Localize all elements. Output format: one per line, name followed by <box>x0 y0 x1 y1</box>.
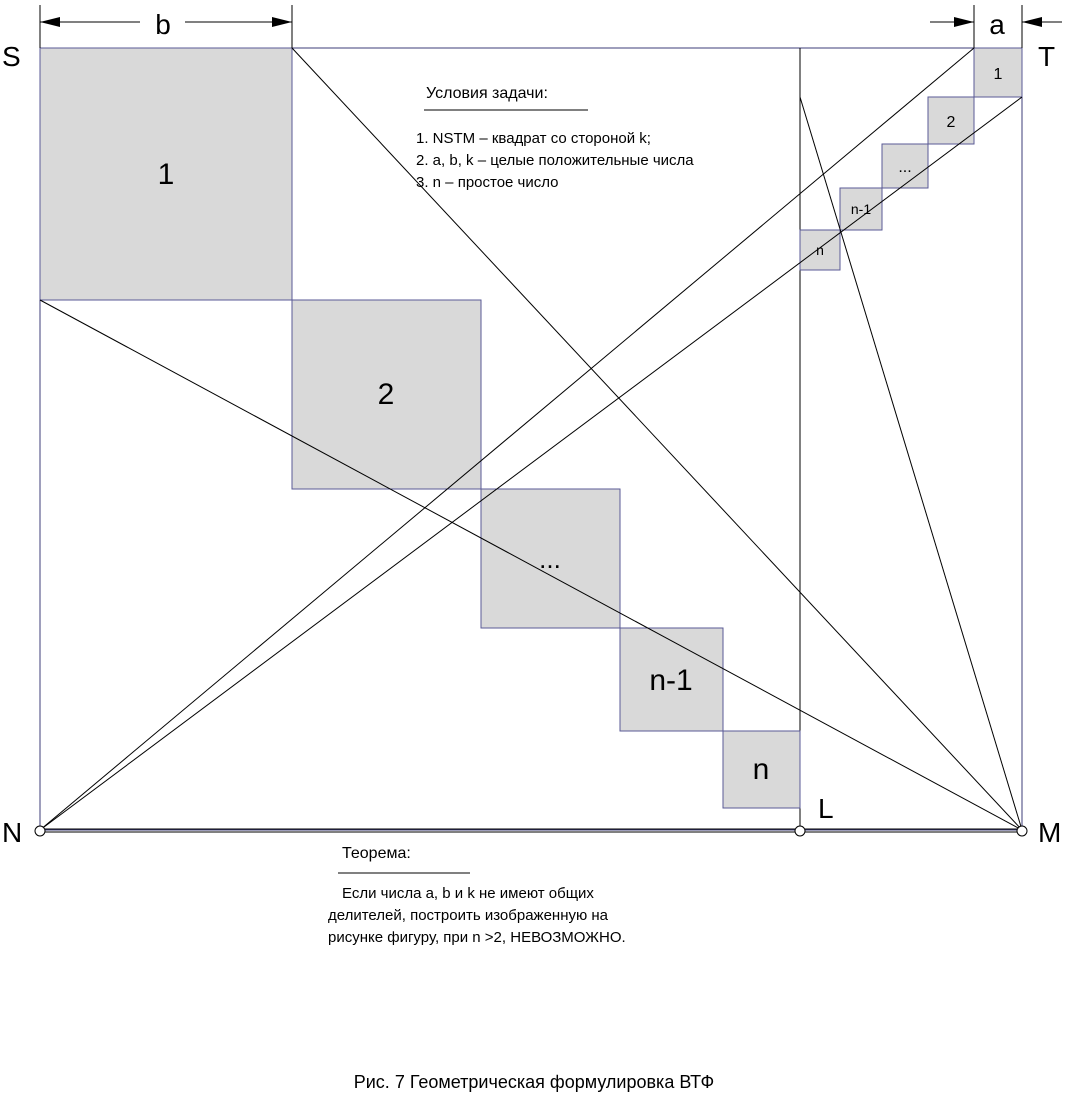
theorem-line-2: делителей, построить изображенную на <box>328 907 609 924</box>
big-square-label-1: 1 <box>158 158 175 191</box>
label-s: S <box>2 41 21 72</box>
label-n: N <box>2 817 22 848</box>
theorem-line-3: рисунке фигуру, при n >2, НЕВОЗМОЖНО. <box>328 929 626 946</box>
figure-caption: Рис. 7 Геометрическая формулировка ВТФ <box>354 1072 714 1092</box>
node-n <box>34 825 46 837</box>
diagonal-n-to-t <box>39 47 975 831</box>
conditions-item-1: 1. NSTM – квадрат со стороной k; <box>416 130 651 147</box>
small-square-label-5: n <box>816 242 824 258</box>
big-square-4 <box>619 627 724 732</box>
dim-b-label: b <box>155 9 171 40</box>
big-square-3 <box>480 488 621 629</box>
small-square-4 <box>839 187 883 231</box>
label-t: T <box>1038 41 1055 72</box>
big-square-2 <box>291 299 482 490</box>
diagonal-left-to-m <box>39 299 1023 831</box>
big-square-5 <box>722 730 801 809</box>
dim-b-arrow-right <box>272 17 292 27</box>
diagonal-s-to-m <box>291 47 1023 831</box>
big-square-label-5: n <box>753 753 770 786</box>
diagonal-l-to-m-top <box>799 96 1023 831</box>
small-square-3 <box>881 143 929 189</box>
square-nstm-frame <box>39 47 1023 831</box>
theorem-title: Теорема: <box>342 845 411 862</box>
conditions-item-2: 2. a, b, k – целые положительные числа <box>416 152 694 169</box>
dim-a-arrow-left <box>954 17 974 27</box>
conditions-title: Условия задачи: <box>426 85 548 102</box>
dim-a-label: a <box>989 9 1005 40</box>
node-m <box>1016 825 1028 837</box>
dim-b-arrow-left <box>40 17 60 27</box>
small-square-5 <box>799 229 841 271</box>
big-square-label-2: 2 <box>378 378 395 411</box>
big-square-label-4: n-1 <box>649 664 692 697</box>
theorem-line-1: Если числа a, b и k не имеют общих <box>342 885 594 902</box>
small-square-label-3: ... <box>898 159 911 176</box>
big-square-1 <box>39 47 293 301</box>
label-m: M <box>1038 817 1061 848</box>
small-square-label-2: 2 <box>947 114 956 131</box>
small-square-2 <box>927 96 975 145</box>
small-square-label-1: 1 <box>994 66 1003 83</box>
big-square-label-3: ... <box>539 544 561 574</box>
dim-a-arrow-right <box>1022 17 1042 27</box>
node-l <box>794 825 806 837</box>
label-l: L <box>818 793 834 824</box>
diagonal-n-to-t2 <box>39 96 1023 831</box>
conditions-item-3: 3. n – простое число <box>416 174 559 191</box>
small-square-1 <box>973 47 1023 98</box>
small-square-label-4: n-1 <box>851 201 871 217</box>
